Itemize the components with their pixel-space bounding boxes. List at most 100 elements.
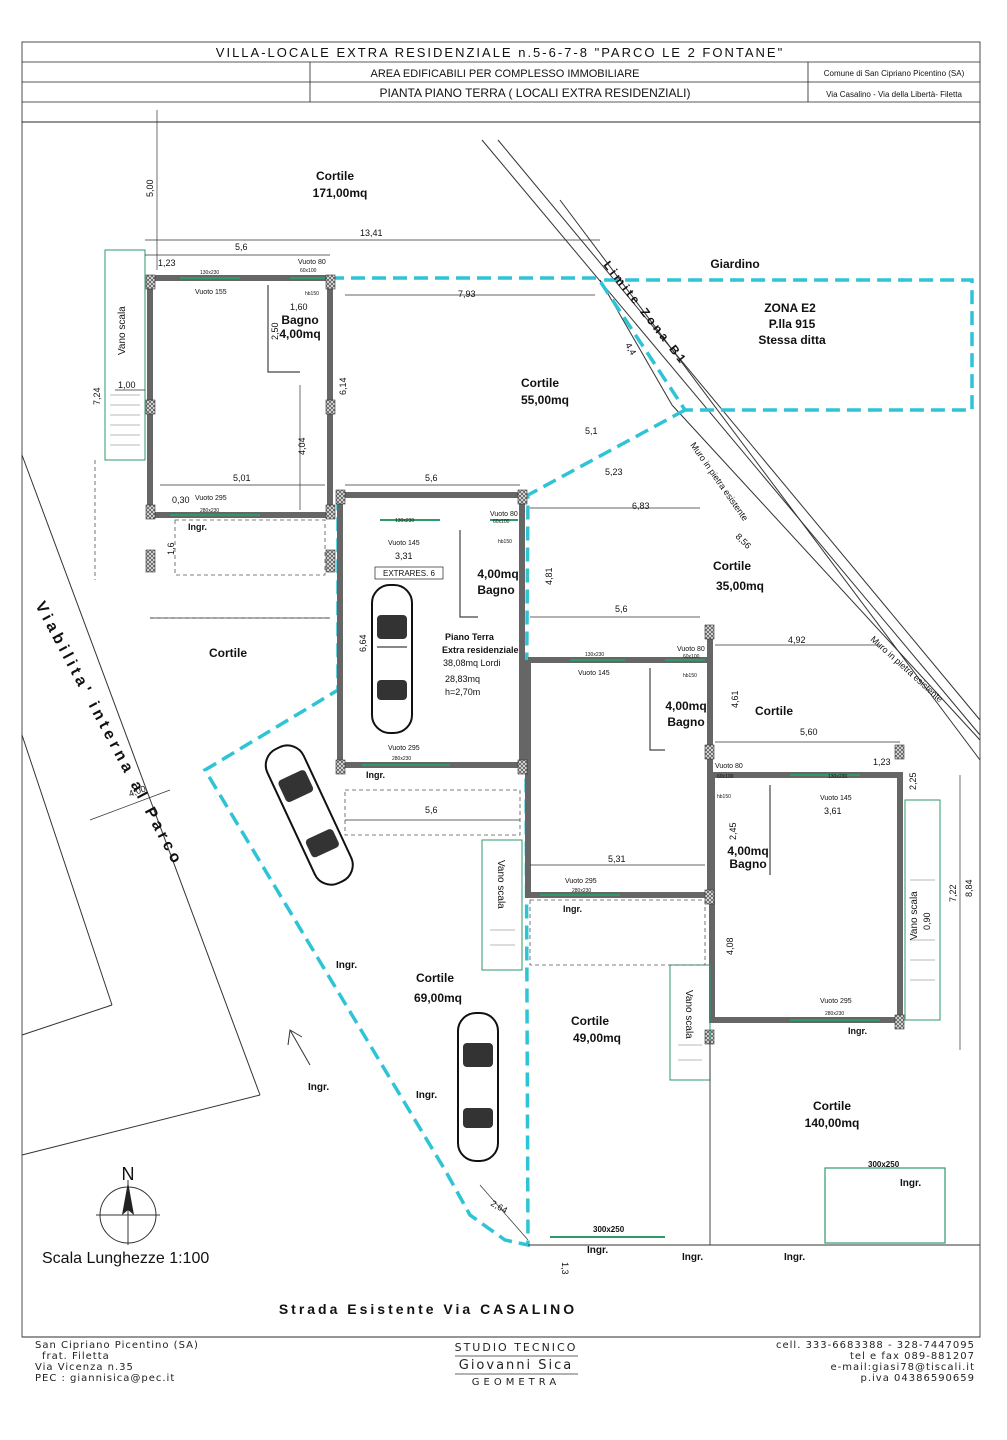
lordi-label: 38,08mq Lordi bbox=[443, 658, 501, 668]
car-1 bbox=[371, 584, 413, 734]
bagno3-label: Bagno bbox=[667, 715, 704, 729]
cortile-49-area: 49,00mq bbox=[573, 1031, 621, 1045]
muro-label-2: Muro in pietra esistente bbox=[869, 634, 945, 704]
footer-piva: p.iva 04386590659 bbox=[860, 1373, 975, 1384]
dim-123b: 1,23 bbox=[873, 757, 891, 767]
dim-090: 0,90 bbox=[922, 912, 932, 930]
bagno1-area: 4,00mq bbox=[279, 327, 320, 341]
vuoto145-2: Vuoto 145 bbox=[578, 670, 610, 677]
dim-1341: 13,41 bbox=[360, 228, 383, 238]
dim-683: 6,83 bbox=[632, 501, 650, 511]
bagno4-label: Bagno bbox=[729, 857, 766, 871]
cortile-69-area: 69,00mq bbox=[414, 991, 462, 1005]
dim-523: 5,23 bbox=[605, 467, 623, 477]
dim-722: 7,22 bbox=[948, 884, 958, 902]
north-arrow bbox=[96, 1180, 160, 1245]
footer-fax: tel e fax 089-881207 bbox=[850, 1351, 975, 1362]
dim-793: 7,93 bbox=[458, 289, 476, 299]
hb150-4: hb150 bbox=[717, 794, 731, 800]
vano-scala-3: Vano scala bbox=[683, 990, 694, 1039]
stessa-ditta-label: Stessa ditta bbox=[758, 333, 826, 347]
dim-56b: 5,6 bbox=[425, 473, 438, 483]
dim-461: 4,61 bbox=[730, 690, 740, 708]
vuoto80-3: Vuoto 80 bbox=[677, 646, 705, 653]
car-3 bbox=[457, 1012, 499, 1162]
dim-56a: 5,6 bbox=[235, 242, 248, 252]
w60x100-4: 60x100 bbox=[717, 774, 734, 780]
dim-856: 8,56 bbox=[734, 531, 753, 550]
vuoto80-2: Vuoto 80 bbox=[490, 511, 518, 518]
gate-structure bbox=[824, 1167, 946, 1244]
dim-56d: 5,6 bbox=[425, 805, 438, 815]
stairs bbox=[104, 249, 941, 1081]
cortile-top-label: Cortile bbox=[316, 169, 354, 183]
ingr-10: Ingr. bbox=[784, 1252, 805, 1263]
dim-245: 2,45 bbox=[728, 822, 738, 840]
extra-res-label: Extra residenziale bbox=[442, 645, 519, 655]
piano-terra-label: Piano Terra bbox=[445, 632, 495, 642]
w280x230-2: 280x230 bbox=[392, 756, 411, 762]
windows bbox=[170, 277, 880, 1238]
cortile-49-label: Cortile bbox=[571, 1014, 609, 1028]
vano-scala-4: Vano scala bbox=[909, 891, 920, 940]
vano-scala-1: Vano scala bbox=[117, 306, 128, 355]
netti-label: 28,83mq bbox=[445, 674, 480, 684]
hb150-1: hb150 bbox=[305, 291, 319, 297]
dim-250a: 2,50 bbox=[270, 322, 280, 340]
entry-arrow-icon bbox=[287, 1029, 311, 1066]
footer-phone: cell. 333-6683388 - 328-7447095 bbox=[776, 1340, 975, 1351]
particella-label: P.lla 915 bbox=[769, 317, 816, 331]
vuoto155: Vuoto 155 bbox=[195, 289, 227, 296]
partitions bbox=[267, 285, 771, 875]
bagno4-area: 4,00mq bbox=[727, 844, 768, 858]
bottom-lines bbox=[528, 1040, 980, 1246]
dim-160a: 1,60 bbox=[290, 302, 308, 312]
bagno1-label: Bagno bbox=[281, 313, 318, 327]
w60x100-3: 60x100 bbox=[683, 654, 700, 660]
footer-left-3: Via Vicenza n.35 bbox=[35, 1362, 134, 1373]
street-label: Strada Esistente Via CASALINO bbox=[279, 1301, 577, 1317]
dim-500: 5,00 bbox=[145, 179, 155, 197]
vuoto145-1: Vuoto 145 bbox=[388, 540, 420, 547]
w280x230-1: 280x230 bbox=[200, 508, 219, 514]
hb150-2: hb150 bbox=[498, 539, 512, 545]
cortile-top-area: 171,00mq bbox=[313, 186, 368, 200]
gate-300x250-2: 300x250 bbox=[868, 1160, 900, 1169]
ingr-1: Ingr. bbox=[188, 522, 207, 532]
title-line1: VILLA-LOCALE EXTRA RESIDENZIALE n.5-6-7-… bbox=[216, 45, 784, 60]
vuoto145-3: Vuoto 145 bbox=[820, 795, 852, 802]
dim-481: 4,81 bbox=[544, 567, 554, 585]
ingr-9: Ingr. bbox=[682, 1252, 703, 1263]
dim-404a: 4,04 bbox=[297, 437, 307, 455]
title-line3: PIANTA PIANO TERRA ( LOCALI EXTRA RESIDE… bbox=[380, 86, 691, 100]
surveyor-name: Giovanni Sica bbox=[459, 1358, 574, 1373]
dim-501a: 5,01 bbox=[233, 473, 251, 483]
cortile-55-label: Cortile bbox=[521, 376, 559, 390]
cortile-35-area: 35,00mq bbox=[716, 579, 764, 593]
ingr-5: Ingr. bbox=[336, 960, 357, 971]
bagno3-area: 4,00mq bbox=[665, 699, 706, 713]
dim-408: 4,08 bbox=[725, 937, 735, 955]
dim-884: 8,84 bbox=[964, 879, 974, 897]
w60x100-2: 60x100 bbox=[493, 519, 510, 525]
cortile-55-area: 55,00mq bbox=[521, 393, 569, 407]
altezza-label: h=2,70m bbox=[445, 687, 480, 697]
ingr-4: Ingr. bbox=[848, 1026, 867, 1036]
dim-13: 1,3 bbox=[560, 1262, 570, 1275]
w130x230-3: 130x230 bbox=[585, 652, 604, 658]
internal-road bbox=[21, 454, 261, 1156]
w280x230-3: 280x230 bbox=[572, 888, 591, 894]
title-line2: AREA EDIFICABILI PER COMPLESSO IMMOBILIA… bbox=[371, 68, 640, 80]
dim-724: 7,24 bbox=[92, 387, 102, 405]
vuoto295-2: Vuoto 295 bbox=[388, 745, 420, 752]
w280x230-4: 280x230 bbox=[825, 1011, 844, 1017]
profession-label: GEOMETRA bbox=[472, 1377, 560, 1388]
cortile-35-label: Cortile bbox=[713, 559, 751, 573]
dim-614: 6,14 bbox=[338, 377, 348, 395]
building-8 bbox=[709, 772, 903, 1023]
bagno2-area: 4,00mq bbox=[477, 567, 518, 581]
dimension-lines bbox=[89, 110, 961, 1241]
studio-label: STUDIO TECNICO bbox=[455, 1341, 578, 1354]
vuoto295-1: Vuoto 295 bbox=[195, 495, 227, 502]
